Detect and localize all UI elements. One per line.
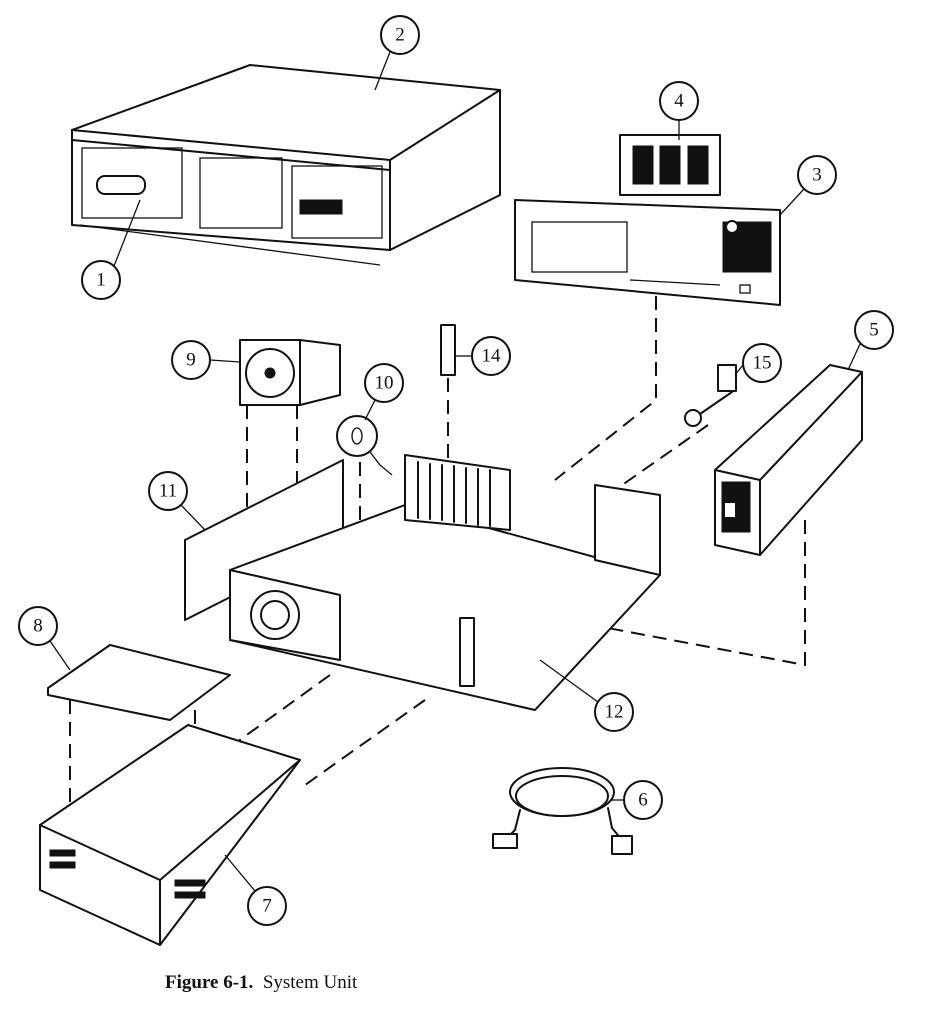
callout-12-label: 12 [605,702,624,723]
callout-9: 9 [171,340,211,380]
callout-7-label: 7 [262,896,272,917]
callout-3: 3 [797,155,837,195]
figure-title: System Unit [262,972,358,993]
fan [239,339,341,406]
callout-11: 11 [148,471,188,511]
callout-3-label: 3 [812,165,822,186]
callout-4-label: 4 [674,91,684,112]
figure-label: Figure 6-1. [165,972,254,993]
system-unit-assembled [71,64,501,266]
figure-caption: Figure 6-1. System Unit [165,972,357,994]
callout-10: 10 [364,363,404,403]
callout-2-label: 2 [395,25,405,46]
callout-14: 14 [471,336,511,376]
callout-8: 8 [18,606,58,646]
callout-7: 7 [247,886,287,926]
callout-11-label: 11 [159,481,177,502]
slot-cover [440,324,456,376]
callout-15: 15 [742,343,782,383]
keylock [684,364,737,427]
callout-6: 6 [623,780,663,820]
callout-9-label: 9 [186,350,196,371]
callout-12: 12 [594,692,634,732]
callout-1: 1 [81,260,121,300]
power-supply [714,364,863,556]
chassis [229,454,661,711]
callout-5-label: 5 [869,320,879,341]
drive-cage [39,724,301,946]
drive-cover-plate [47,644,231,721]
callout-2: 2 [380,15,420,55]
callout-15-label: 15 [753,353,772,374]
cover-plate [619,134,721,196]
power-cord [492,767,633,855]
callout-8-label: 8 [33,616,43,637]
callout-4: 4 [659,81,699,121]
callout-10-label: 10 [375,373,394,394]
leader-lines [49,51,861,892]
callout-5: 5 [854,310,894,350]
callout-1-label: 1 [96,270,106,291]
callout-14-label: 14 [482,346,502,367]
speaker [336,415,393,476]
callout-6-label: 6 [638,790,648,811]
back-panel [514,199,781,306]
